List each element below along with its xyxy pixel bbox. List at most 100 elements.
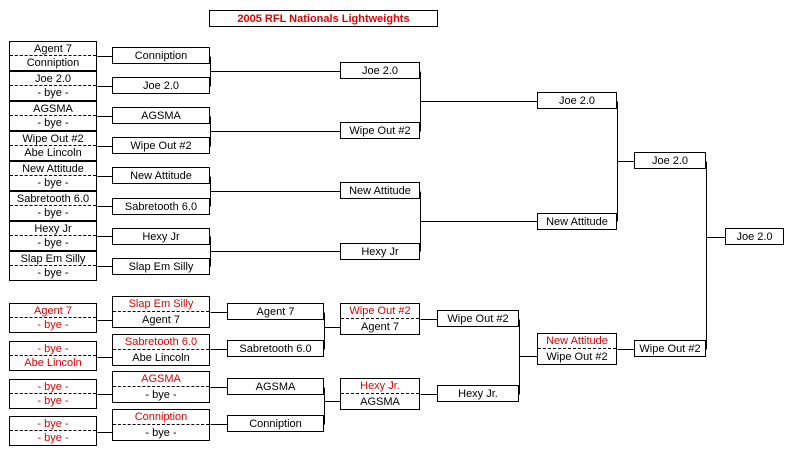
entry-team: Agent 7 xyxy=(10,304,96,318)
team-name: Joe 2.0 xyxy=(142,79,180,92)
losers-r5-pair: New Attitude Wipe Out #2 xyxy=(537,333,617,365)
entry-team: - bye - xyxy=(37,319,69,331)
losers-r2-slot-1: Agent 7 xyxy=(227,303,324,320)
losers-r1-pair-1: Slap Em Silly Agent 7 xyxy=(112,296,210,328)
team-name: Wipe Out #2 xyxy=(349,124,411,137)
winners-r1-slot-4: Wipe Out #2 xyxy=(112,137,210,154)
team-name: Agent 7 xyxy=(361,320,399,333)
losers-r1-pair-2: Sabretooth 6.0 Abe Lincoln xyxy=(112,334,210,366)
entry-team: New Attitude xyxy=(10,162,96,176)
entry-team: Agent 7 xyxy=(10,42,96,56)
team-name: Sabretooth 6.0 xyxy=(124,200,198,213)
entry-team: Abe Lincoln xyxy=(24,357,82,369)
team-name: Slap Em Silly xyxy=(113,297,209,312)
team-name: New Attitude xyxy=(130,169,192,182)
team-name: New Attitude xyxy=(546,215,608,228)
team-name: Hexy Jr. xyxy=(458,387,498,400)
team-name: Joe 2.0 xyxy=(651,154,689,167)
team-name: - bye - xyxy=(145,388,177,401)
entry-team: Slap Em Silly xyxy=(10,252,96,266)
winners-entry-pair-1: Agent 7 Conniption xyxy=(9,41,97,71)
losers-r3-pair-1: Wipe Out #2 Agent 7 xyxy=(340,303,420,335)
entry-team: - bye - xyxy=(37,207,69,219)
champion-name: Joe 2.0 xyxy=(736,230,773,243)
winners-r1-slot-1: Conniption xyxy=(112,47,210,64)
winners-entry-pair-6: Sabretooth 6.0 - bye - xyxy=(9,191,97,221)
losers-r1-pair-3: AGSMA - bye - xyxy=(112,371,210,403)
team-name: Wipe Out #2 xyxy=(639,342,701,355)
winners-r3-slot-1: Joe 2.0 xyxy=(537,92,617,109)
team-name: Hexy Jr xyxy=(142,230,180,243)
winners-r1-slot-5: New Attitude xyxy=(112,167,210,184)
losers-entry-pair-2: - bye - Abe Lincoln xyxy=(9,341,97,371)
losers-r4-slot-1: Wipe Out #2 xyxy=(437,310,519,327)
team-name: Conniption xyxy=(113,410,209,425)
team-name: Wipe Out #2 xyxy=(546,350,608,363)
losers-r2-slot-3: AGSMA xyxy=(227,378,324,395)
entry-team: - bye - xyxy=(10,342,96,356)
team-name: Sabretooth 6.0 xyxy=(113,335,209,350)
winners-entry-pair-8: Slap Em Silly - bye - xyxy=(9,251,97,281)
winners-r2-slot-4: Hexy Jr xyxy=(340,243,420,260)
team-name: Wipe Out #2 xyxy=(130,139,192,152)
team-name: Conniption xyxy=(134,49,188,62)
team-name: Hexy Jr. xyxy=(341,379,419,394)
team-name: Joe 2.0 xyxy=(558,94,596,107)
team-name: Conniption xyxy=(249,417,302,430)
team-name: Wipe Out #2 xyxy=(341,304,419,319)
winners-entry-pair-7: Hexy Jr - bye - xyxy=(9,221,97,251)
entry-team: - bye - xyxy=(37,267,69,279)
team-name: AGSMA xyxy=(113,372,209,387)
entry-team: - bye - xyxy=(37,117,69,129)
team-name: - bye - xyxy=(145,426,177,439)
bracket-title: 2005 RFL Nationals Lightweights xyxy=(209,10,438,27)
team-name: AGSMA xyxy=(255,380,296,393)
winners-entry-pair-3: AGSMA - bye - xyxy=(9,101,97,131)
winners-r1-slot-7: Hexy Jr xyxy=(112,228,210,245)
entry-team: AGSMA xyxy=(10,102,96,116)
winners-r1-slot-6: Sabretooth 6.0 xyxy=(112,198,210,215)
entry-team: Abe Lincoln xyxy=(24,147,82,159)
winners-r2-slot-2: Wipe Out #2 xyxy=(340,122,420,139)
entry-team: - bye - xyxy=(37,87,69,99)
winners-final-slot: Joe 2.0 xyxy=(634,152,706,169)
team-name: Joe 2.0 xyxy=(361,64,399,77)
entry-team: Hexy Jr xyxy=(10,222,96,236)
losers-r4-slot-2: Hexy Jr. xyxy=(437,385,519,402)
team-name: AGSMA xyxy=(141,109,181,122)
losers-r3-pair-2: Hexy Jr. AGSMA xyxy=(340,378,420,410)
winners-r2-slot-3: New Attitude xyxy=(340,182,420,199)
entry-team: Sabretooth 6.0 xyxy=(10,192,96,206)
winners-r1-slot-3: AGSMA xyxy=(112,107,210,124)
team-name: AGSMA xyxy=(360,395,400,408)
team-name: New Attitude xyxy=(538,334,616,349)
winners-r1-slot-2: Joe 2.0 xyxy=(112,77,210,94)
champion-slot: Joe 2.0 xyxy=(725,228,784,245)
winners-entry-pair-5: New Attitude - bye - xyxy=(9,161,97,191)
team-name: New Attitude xyxy=(349,184,411,197)
losers-r1-pair-4: Conniption - bye - xyxy=(112,409,210,441)
team-name: Agent 7 xyxy=(256,305,295,318)
losers-r2-slot-4: Conniption xyxy=(227,415,324,432)
entry-team: Joe 2.0 xyxy=(10,72,96,86)
entry-team: - bye - xyxy=(37,177,69,189)
winners-entry-pair-4: Wipe Out #2 Abe Lincoln xyxy=(9,131,97,161)
winners-r3-slot-2: New Attitude xyxy=(537,213,617,230)
team-name: Sabretooth 6.0 xyxy=(239,342,312,355)
entry-team: Conniption xyxy=(26,57,80,69)
winners-entry-pair-2: Joe 2.0 - bye - xyxy=(9,71,97,101)
team-name: Abe Lincoln xyxy=(132,351,190,364)
team-name: Agent 7 xyxy=(142,313,180,326)
entry-team: - bye - xyxy=(37,237,69,249)
losers-final-slot: Wipe Out #2 xyxy=(634,340,706,357)
winners-r2-slot-1: Joe 2.0 xyxy=(340,62,420,79)
team-name: Slap Em Silly xyxy=(128,260,194,273)
losers-entry-pair-1: Agent 7 - bye - xyxy=(9,303,97,333)
entry-team: - bye - xyxy=(37,395,69,407)
team-name: Wipe Out #2 xyxy=(447,312,509,325)
entry-team: - bye - xyxy=(10,380,96,394)
team-name: Hexy Jr xyxy=(361,245,399,258)
losers-r2-slot-2: Sabretooth 6.0 xyxy=(227,340,324,357)
